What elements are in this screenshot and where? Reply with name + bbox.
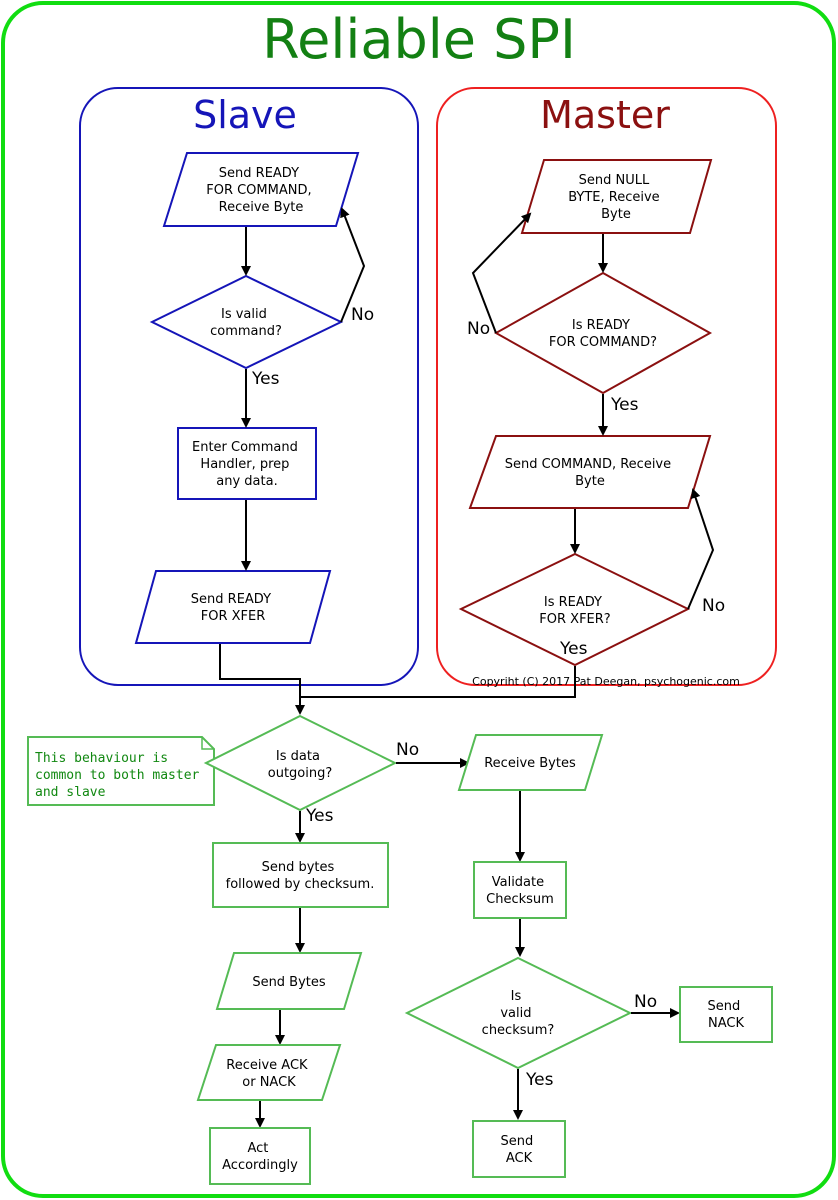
slave-title: Slave (193, 93, 297, 137)
slave-send-ready-xfer-text: Send READY FOR XFER (191, 592, 275, 624)
validate-checksum-text: Validate Checksum (486, 875, 554, 907)
valid-checksum-decision (404, 956, 633, 1070)
slave-command-handler (177, 427, 317, 500)
master-ready-command-decision (493, 271, 713, 395)
outgoing-text: Is data outgoing? (268, 749, 333, 781)
master-no-label-1: No (467, 319, 490, 339)
send-bytes-checksum-text: Send bytes followed by checksum. (226, 860, 375, 892)
outgoing-decision (203, 714, 398, 812)
master-no-loop-arrow-2 (687, 488, 715, 610)
note-fold (201, 737, 214, 750)
master-ready-xfer-decision (458, 552, 691, 667)
slave-no-label: No (351, 305, 374, 325)
slave-send-ready-command-text: Send READY FOR COMMAND, Receive Byte (206, 166, 316, 215)
slave-valid-command-text: Is valid command? (210, 307, 282, 339)
master-group (436, 87, 777, 686)
master-send-null-text: Send NULL BYTE, Receive Byte (568, 173, 664, 222)
slave-send-ready-xfer (134, 570, 332, 644)
outgoing-yes-label: Yes (305, 806, 334, 826)
send-bytes-checksum (212, 842, 389, 908)
receive-bytes (457, 734, 604, 791)
checksum-no-label: No (634, 992, 657, 1012)
valid-checksum-text: Is valid checksum? (482, 989, 555, 1038)
act-accordingly (209, 1127, 311, 1185)
send-ack-text: Send ACK (501, 1134, 538, 1166)
master-no-label-2: No (702, 596, 725, 616)
slave-to-common-arrow (219, 644, 305, 715)
send-ack (472, 1120, 566, 1178)
master-title: Master (540, 93, 670, 137)
page-title: Reliable SPI (262, 8, 576, 71)
master-yes-label-1: Yes (610, 395, 639, 415)
send-bytes-text: Send Bytes (252, 975, 326, 990)
receive-ack-nack-text: Receive ACK or NACK (226, 1058, 311, 1090)
common-note (27, 736, 215, 806)
master-ready-xfer-text: Is READY FOR XFER? (539, 595, 610, 627)
slave-valid-command-decision (149, 274, 344, 370)
act-accordingly-text: Act Accordingly (222, 1141, 298, 1173)
slave-yes-label: Yes (251, 369, 280, 389)
slave-no-loop-arrow (340, 207, 366, 323)
send-bytes (215, 952, 363, 1010)
slave-group (79, 87, 419, 686)
receive-ack-nack (196, 1044, 342, 1101)
copyright-text: Copyriht (C) 2017 Pat Deegan, psychogeni… (472, 675, 740, 688)
master-ready-command-text: Is READY FOR COMMAND? (549, 318, 657, 350)
master-yes-label-2: Yes (559, 639, 588, 659)
outgoing-no-label: No (396, 740, 419, 760)
send-nack (679, 986, 773, 1043)
master-send-null (520, 159, 713, 234)
send-nack-text: Send NACK (708, 999, 745, 1031)
checksum-yes-label: Yes (525, 1070, 554, 1090)
common-note-text: This behaviour is common to both master … (35, 751, 207, 800)
validate-checksum (473, 861, 567, 919)
master-send-command (468, 435, 712, 509)
slave-send-ready-command (162, 152, 360, 227)
master-send-command-text: Send COMMAND, Receive Byte (505, 457, 676, 489)
slave-command-handler-text: Enter Command Handler, prep any data. (192, 440, 302, 489)
master-no-loop-arrow-1 (471, 212, 532, 334)
master-to-common-line (300, 666, 576, 698)
receive-bytes-text: Receive Bytes (484, 756, 576, 771)
